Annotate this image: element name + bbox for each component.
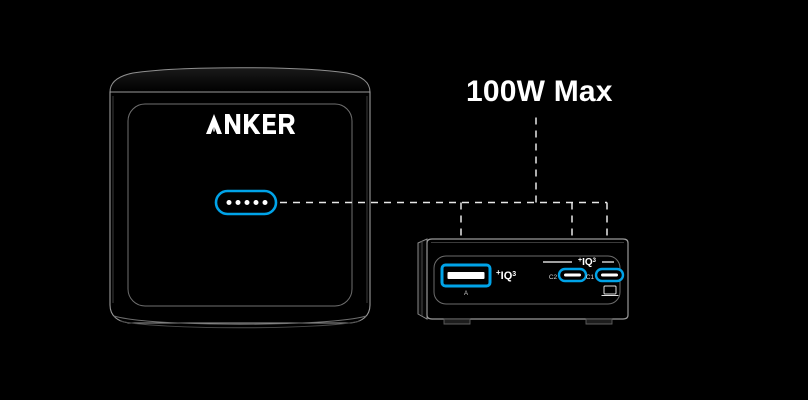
power-max-callout: 100W Max (466, 75, 613, 108)
anker-logo-n-glyph (225, 114, 241, 134)
port-a: A (440, 263, 492, 297)
anker-logo (206, 114, 296, 134)
led-dot-1 (226, 200, 232, 205)
led-dot-2 (235, 200, 241, 205)
port-c1-label: C1 (586, 274, 595, 281)
right-device-foot-right (585, 318, 613, 325)
laptop-icon-screen (603, 285, 617, 295)
led-dot-5 (262, 200, 268, 205)
led-dot-3 (244, 200, 250, 205)
right-device-group: A +IQ3 +IQ3 C2 C1 (417, 238, 629, 325)
port-a-iq-badge: +IQ3 (496, 268, 516, 283)
port-c2: C2 (549, 267, 588, 283)
port-c1-contact-slot (601, 273, 618, 277)
led-dot-4 (253, 200, 259, 205)
laptop-icon (601, 285, 619, 296)
port-a-contact-slot (447, 272, 485, 279)
port-c2-label: C2 (549, 274, 558, 281)
left-device-base-lip (113, 315, 367, 325)
anker-logo-r-glyph (279, 114, 296, 134)
right-device-foot-left (443, 318, 471, 325)
anker-logo-e-glyph (263, 114, 276, 134)
port-a-iq-badge-text: +IQ3 (496, 268, 516, 283)
left-device-base-shadow (119, 320, 361, 329)
left-device-top-bevel (109, 67, 371, 93)
port-c2-contact-slot (564, 273, 581, 277)
port-c1: C1 (586, 267, 625, 296)
c-ports-iq-bracket: +IQ3 (543, 257, 614, 269)
anker-logo-k-glyph (244, 114, 261, 134)
left-device-group (109, 67, 371, 329)
c-ports-iq-badge-text: +IQ3 (578, 257, 597, 269)
port-a-label: A (464, 291, 468, 297)
led-indicator (214, 189, 278, 216)
leader-lines-group (280, 116, 608, 259)
anker-logo-a-arrow (212, 121, 216, 132)
